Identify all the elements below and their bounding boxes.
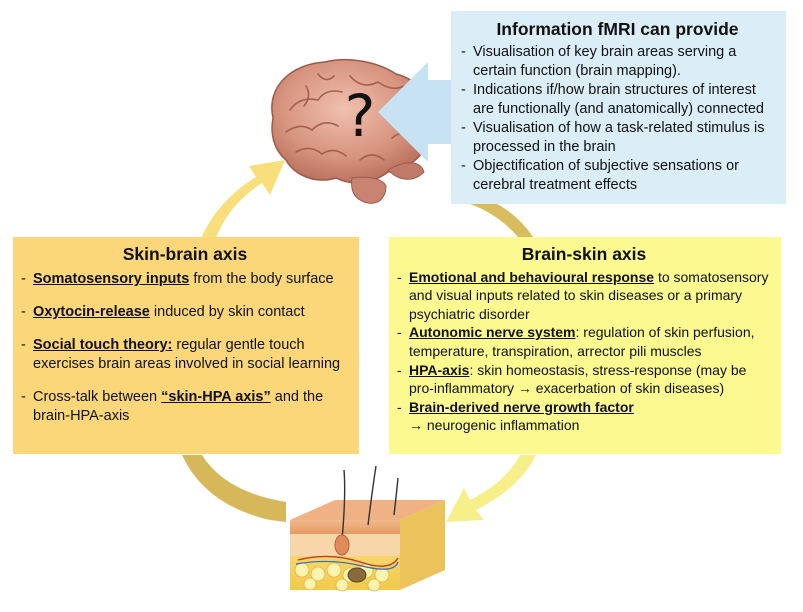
info-box: Information fMRI can provide Visualisati… — [451, 11, 786, 204]
brain-illustration — [271, 58, 433, 204]
skin-brain-axis-box: Skin-brain axis Somatosensory inputs fro… — [13, 237, 359, 454]
list-item: Visualisation of how a task-related stim… — [461, 119, 774, 157]
list-item: Indications if/how brain structures of i… — [461, 81, 774, 119]
cycle-arrow-bottom-left — [182, 455, 286, 522]
cycle-arrow-bottom-right — [446, 455, 536, 522]
term-description: and the brain-HPA-axis — [33, 389, 324, 424]
skin-brain-axis-list: Somatosensory inputs from the body surfa… — [21, 270, 349, 426]
term-description: regular gentle touch exercises brain are… — [33, 337, 341, 372]
list-item: Objectification of subjective sensations… — [461, 157, 774, 195]
cycle-arrow-top-left — [200, 160, 285, 240]
list-item: Oxytocin-release induced by skin contact — [21, 303, 349, 322]
term: Autonomic nerve system — [409, 324, 576, 341]
list-item: Emotional and behavioural response to so… — [397, 268, 771, 324]
info-input-arrow — [378, 62, 460, 162]
list-item: Brain-derived nerve growth factor → neuro… — [397, 398, 771, 435]
info-box-title: Information fMRI can provide — [496, 19, 739, 39]
list-item: Visualisation of key brain areas serving… — [461, 43, 774, 81]
term: Social touch theory: — [33, 337, 173, 353]
term: HPA-axis — [409, 361, 470, 378]
term: Oxytocin-release — [33, 304, 150, 320]
term-description: : regulation of skin perfusion, temperat… — [409, 324, 755, 359]
term: Brain-derived nerve growth factor — [409, 398, 634, 415]
info-box-list: Visualisation of key brain areas serving… — [461, 43, 774, 195]
term: Emotional and behavioural response — [409, 268, 655, 285]
term-description: induced by skin contact — [149, 304, 305, 320]
skin-cross-section-illustration — [290, 465, 445, 592]
term: “skin-HPA axis” — [161, 389, 271, 405]
term-description: from the body surface — [189, 271, 334, 287]
list-item: HPA-axis: skin homeostasis, stress-respo… — [397, 361, 771, 398]
term: Somatosensory inputs — [33, 271, 190, 287]
skin-brain-axis-title: Skin-brain axis — [122, 244, 248, 264]
brain-skin-axis-list: Emotional and behavioural response to so… — [397, 268, 771, 435]
term-description: → neurogenic inflammation — [409, 417, 580, 434]
term-description: : skin homeostasis, stress-response (may… — [409, 361, 747, 397]
list-item: Cross-talk between “skin-HPA axis” and t… — [21, 388, 349, 426]
list-item: Autonomic nerve system: regulation of sk… — [397, 323, 771, 360]
brain-skin-axis-title: Brain-skin axis — [521, 244, 647, 264]
brain-skin-axis-box: Brain-skin axis Emotional and behavioura… — [389, 237, 781, 454]
term-description: to somatosensory and visual inputs relat… — [409, 268, 769, 322]
list-item: Social touch theory: regular gentle touc… — [21, 336, 349, 374]
term-prefix: Cross-talk between — [33, 389, 162, 405]
question-mark: ? — [344, 82, 376, 150]
cycle-arrow-top-right — [470, 193, 533, 237]
list-item: Somatosensory inputs from the body surfa… — [21, 270, 349, 289]
